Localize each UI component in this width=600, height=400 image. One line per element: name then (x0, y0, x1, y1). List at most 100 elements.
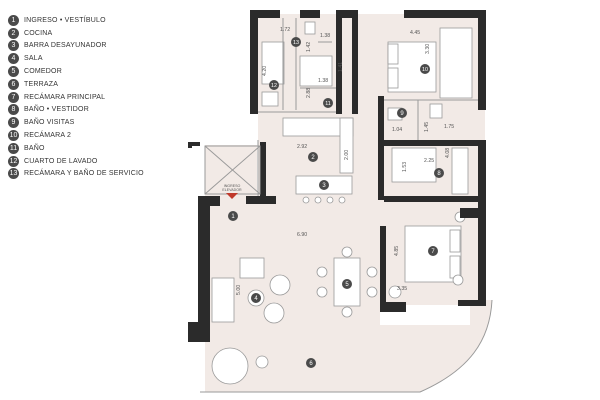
room-marker-number: 8 (437, 171, 441, 177)
wardrobe (439, 27, 473, 99)
pillow (387, 43, 399, 65)
legend-label: COMEDOR (24, 68, 62, 76)
room-marker-number: 2 (311, 155, 315, 161)
armchair (239, 257, 265, 279)
legend-number-badge: 13 (8, 168, 19, 180)
terrace-railing (200, 299, 493, 393)
stool (326, 196, 334, 204)
dining-chair (316, 266, 328, 278)
room-marker: 10 (420, 64, 430, 74)
legend-label: RECÁMARA 2 (24, 132, 72, 140)
legend-number-badge: 11 (8, 142, 19, 154)
dimension-labels: 1.72 1.38 4.45 4.20 3.30 1.42 1.38 2.88 … (236, 27, 454, 295)
sofa (211, 277, 235, 323)
pillow (387, 67, 399, 89)
dimension-label: 2.92 (297, 144, 307, 150)
kitchen-counter (339, 117, 354, 174)
legend-label: BARRA DESAYUNADOR (24, 42, 107, 50)
dimension-label: 1.72 (280, 27, 290, 33)
dining-chair (316, 286, 328, 298)
washer (261, 91, 279, 107)
room-marker: 13 (291, 37, 301, 47)
legend-label: COCINA (24, 29, 53, 37)
room-marker-number: 10 (422, 67, 428, 73)
room-marker: 1 (228, 211, 238, 221)
dimension-label: 1.53 (402, 162, 408, 172)
legend-number-badge: 12 (8, 155, 19, 167)
legend-number-badge: 6 (8, 78, 19, 90)
legend-number-badge: 3 (8, 40, 19, 52)
terrace-floor (205, 300, 492, 392)
room-marker-number: 5 (345, 282, 349, 288)
stool (338, 196, 346, 204)
dimension-label: 1.38 (318, 78, 328, 84)
dining-chair (341, 306, 353, 318)
room-marker: 7 (428, 246, 438, 256)
room-marker-number: 4 (254, 296, 258, 302)
dimension-label: 1.75 (444, 124, 454, 130)
dimension-label: 1.45 (424, 122, 430, 132)
legend-item: 7 RECÁMARA PRINCIPAL (8, 91, 178, 104)
legend-item: 3 BARRA DESAYUNADOR (8, 40, 178, 53)
legend-label: SALA (24, 55, 43, 63)
room-marker-number: 3 (322, 183, 326, 189)
stool (302, 196, 310, 204)
legend-label: BAÑO VISITAS (24, 119, 75, 127)
walls (188, 10, 486, 342)
entrance-label-line2: ELEVADOR (222, 188, 242, 192)
legend-item: 6 TERRAZA (8, 78, 178, 91)
room-marker: 12 (269, 80, 279, 90)
service-bed (261, 41, 285, 85)
dimension-label: 2.00 (344, 150, 350, 160)
legend-label: RECÁMARA Y BAÑO DE SERVICIO (24, 170, 144, 178)
room-marker-number: 13 (293, 40, 299, 46)
legend-number-badge: 8 (8, 104, 19, 116)
legend-number-badge: 10 (8, 130, 19, 142)
room-marker-number: 6 (309, 361, 313, 367)
stool (314, 196, 322, 204)
dining-chair (366, 266, 378, 278)
legend-item: 10 RECÁMARA 2 (8, 129, 178, 142)
room-marker: 4 (251, 293, 261, 303)
legend-number-badge: 9 (8, 117, 19, 129)
legend-label: TERRAZA (24, 80, 59, 88)
legend-label: RECÁMARA PRINCIPAL (24, 93, 106, 101)
legend-number-badge: 5 (8, 66, 19, 78)
room-marker-number: 11 (325, 101, 331, 107)
dimension-label: 5.00 (236, 285, 242, 295)
dimension-label: 2.88 (306, 88, 312, 98)
room-marker: 9 (397, 108, 407, 118)
toilet (304, 21, 316, 35)
room-marker: 3 (319, 180, 329, 190)
entrance-label-line1: INGRESO (224, 184, 241, 188)
pillow (449, 229, 461, 253)
legend-item: 9 BAÑO VISITAS (8, 116, 178, 129)
dimension-label: 1.42 (306, 42, 312, 52)
vanity (451, 147, 469, 195)
room-marker: 8 (434, 168, 444, 178)
room-marker: 6 (306, 358, 316, 368)
room-marker-number: 12 (271, 83, 277, 89)
room-marker: 11 (323, 98, 333, 108)
entrance-arrow-icon (226, 193, 238, 199)
room-marker-number: 1 (231, 214, 235, 220)
room-markers: 1 2 3 4 5 6 7 8 9 10 11 12 13 (228, 37, 444, 368)
room-marker: 2 (308, 152, 318, 162)
legend-item: 13 RECÁMARA Y BAÑO DE SERVICIO (8, 168, 178, 181)
dimension-label: 1.04 (392, 127, 402, 133)
dimension-label: 6.90 (297, 232, 307, 238)
legend-number-badge: 7 (8, 91, 19, 103)
interior-partitions (257, 18, 478, 200)
dimension-label: 2.25 (424, 158, 434, 164)
toilet (429, 103, 443, 119)
room-marker-number: 7 (431, 249, 435, 255)
furniture-layer (211, 21, 473, 385)
dimension-label: 1.38 (320, 33, 330, 39)
